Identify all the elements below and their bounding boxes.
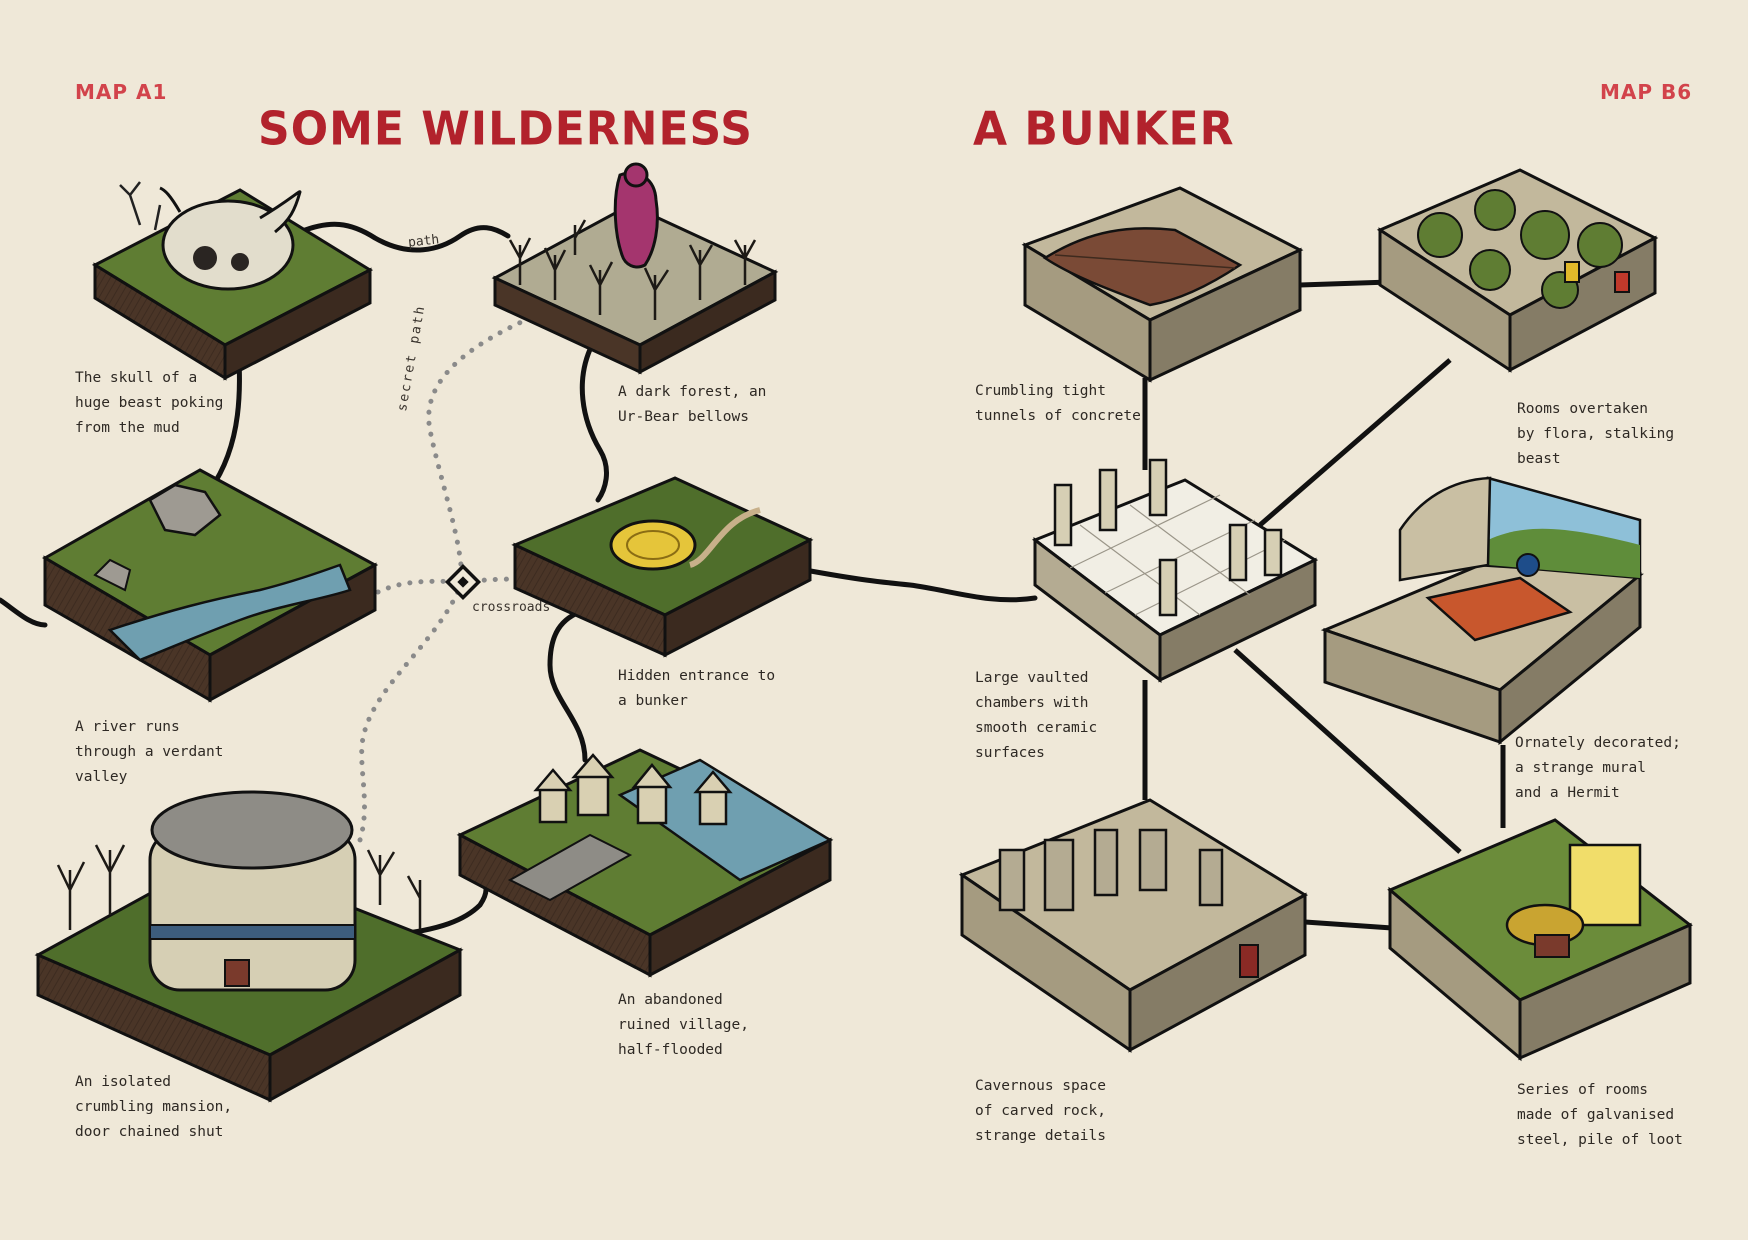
bunker-title: A BUNKER [973, 102, 1235, 157]
bunker-hatch-tile-icon[interactable] [511, 476, 814, 658]
concrete-tunnels-room-icon[interactable] [1021, 186, 1304, 383]
link-tunnels-flora [1299, 279, 1391, 288]
flooded-village-tile-icon[interactable] [456, 748, 834, 978]
dark-forest-bear-tile-icon[interactable] [491, 162, 779, 375]
caption-cavern: Cavernous space of carved rock, strange … [975, 1078, 1106, 1144]
caption-skull: The skull of a huge beast poking from th… [75, 370, 224, 436]
crossroads-marker-icon[interactable] [444, 563, 482, 601]
link-vaulted-steel [1233, 648, 1462, 854]
carved-rock-cavern-icon[interactable] [958, 798, 1308, 1053]
path-entrance-bunker [802, 567, 1038, 603]
caption-flora: Rooms overtaken by flora, stalking beast [1517, 401, 1675, 467]
caption-entrance: Hidden entrance to a bunker [618, 668, 776, 709]
caption-mansion: An isolated crumbling mansion, door chai… [75, 1074, 233, 1140]
caption-vaulted: Large vaulted chambers with smooth ceram… [975, 670, 1098, 761]
map-label-left: MAP A1 [75, 80, 168, 104]
wilderness-title: SOME WILDERNESS [258, 102, 753, 157]
bunker-connections [1142, 279, 1506, 931]
link-cavern-steel [1304, 919, 1393, 931]
secret-path-south [357, 579, 465, 843]
crumbling-mansion-tile-icon[interactable] [34, 790, 464, 1103]
caption-mural: Ornately decorated; a strange mural and … [1515, 735, 1681, 801]
caption-steel: Series of rooms made of galvanised steel… [1517, 1082, 1683, 1148]
vaulted-chamber-icon[interactable] [1031, 458, 1319, 684]
mural-hermit-room-icon[interactable] [1320, 476, 1644, 746]
path-forest-entrance [579, 342, 609, 503]
path-mansion-village [389, 872, 489, 938]
link-vaulted-flora [1258, 358, 1452, 527]
overgrown-rooms-icon[interactable] [1376, 168, 1659, 373]
secret-path-north [426, 315, 533, 585]
caption-river: A river runs through a verdant valley [75, 719, 224, 785]
secret-path [357, 315, 533, 843]
caption-tunnels: Crumbling tight tunnels of concrete [975, 383, 1141, 424]
path-entrance-village [547, 607, 588, 763]
river-valley-tile-icon[interactable] [42, 468, 379, 703]
steel-rooms-loot-icon[interactable] [1387, 818, 1693, 1062]
caption-forest: A dark forest, an Ur-Bear bellows [618, 384, 767, 425]
crossroads-label: crossroads [472, 600, 551, 615]
caption-village: An abandoned ruined village, half-floode… [618, 992, 749, 1058]
skull-in-mud-tile-icon[interactable] [91, 181, 374, 381]
map-label-right: MAP B6 [1600, 80, 1693, 104]
path-skull-forest [297, 221, 511, 253]
path-river-offpage [0, 597, 48, 628]
